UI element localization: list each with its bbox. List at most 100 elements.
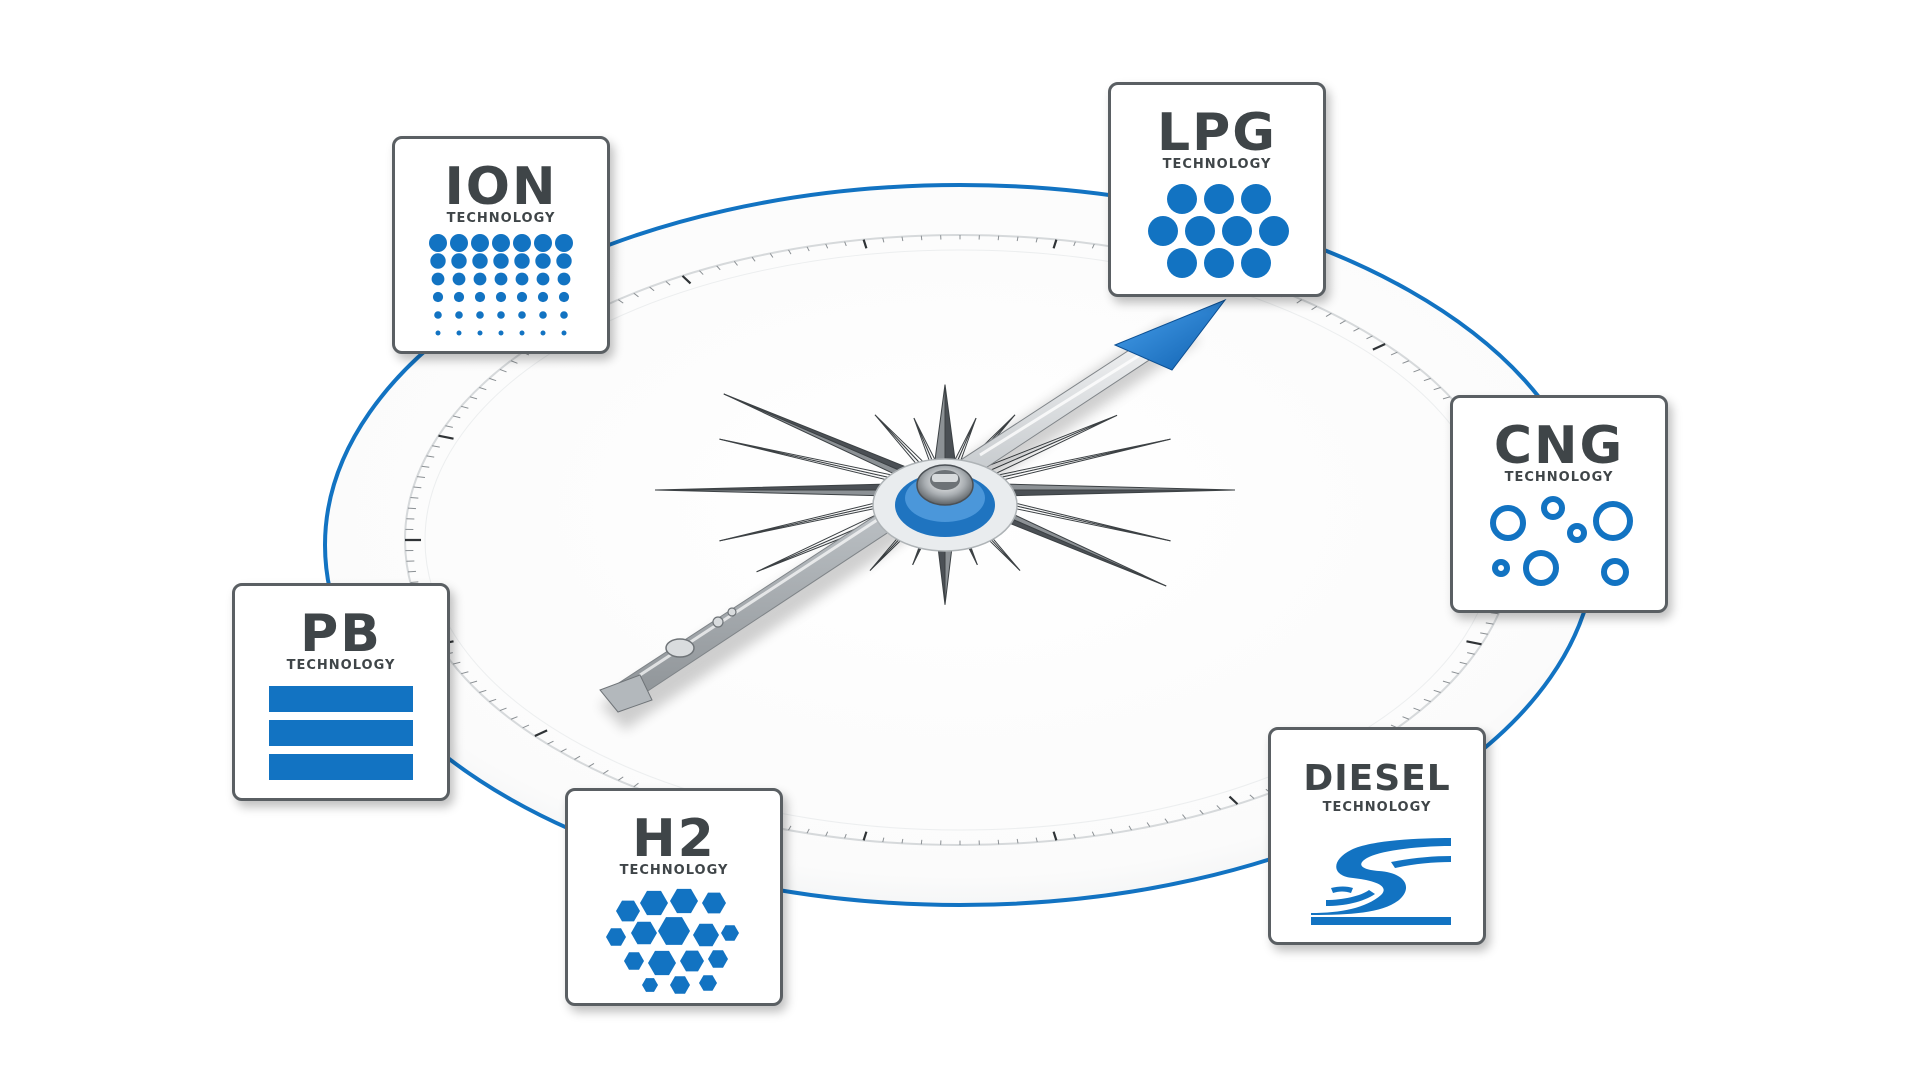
scale-tick — [1433, 689, 1441, 693]
scale-tick — [1423, 698, 1431, 703]
ion-dot — [493, 253, 509, 269]
ion-dot — [557, 272, 571, 286]
scale-tick — [413, 486, 422, 489]
hexagon — [699, 975, 717, 991]
scale-tick — [997, 235, 1000, 241]
scale-tick — [1249, 794, 1255, 800]
ion-dot — [473, 272, 487, 286]
ion-dot — [516, 291, 528, 303]
hexagon — [670, 888, 698, 914]
ion-dot — [430, 253, 446, 269]
card-lpg[interactable]: LPG TECHNOLOGY — [1108, 82, 1326, 297]
scale-tick — [733, 261, 738, 266]
scale-tick — [1110, 828, 1114, 834]
scale-tick — [534, 729, 548, 738]
scale-tick — [1459, 661, 1468, 665]
scale-tick — [1366, 335, 1373, 340]
card-subtitle: TECHNOLOGY — [1162, 157, 1272, 172]
scale-tick — [997, 839, 1000, 845]
scale-tick — [410, 581, 419, 583]
scale-tick — [445, 425, 453, 428]
card-h2[interactable]: H2 TECHNOLOGY — [565, 788, 783, 1006]
bubbles-icon — [1490, 496, 1633, 586]
card-subtitle: TECHNOLOGY — [619, 863, 729, 878]
card-pb[interactable]: PB TECHNOLOGY — [232, 583, 450, 801]
ion-dot — [536, 272, 550, 286]
scale-tick — [1199, 809, 1204, 815]
scale-tick — [1128, 825, 1132, 831]
ion-dot — [497, 311, 505, 319]
scale-tick — [461, 671, 469, 675]
scale-tick — [1146, 822, 1151, 827]
ion-dot — [515, 272, 529, 286]
scale-tick — [1442, 396, 1451, 400]
scale-tick — [547, 740, 554, 745]
scale-tick — [1091, 831, 1095, 837]
scale-tick — [1485, 622, 1494, 625]
scale-tick — [1480, 632, 1488, 635]
scale-tick — [862, 239, 868, 249]
scale-tick — [461, 405, 469, 409]
ion-dot — [534, 234, 552, 252]
scale-tick — [633, 782, 639, 788]
ion-dot — [540, 330, 546, 336]
scale-tick — [479, 689, 487, 693]
ion-dot — [494, 272, 508, 286]
ion-dot — [537, 291, 549, 303]
card-title: LPG — [1157, 103, 1277, 163]
scale-tick — [1339, 320, 1346, 325]
ion-dot — [432, 291, 444, 303]
scale-tick — [633, 292, 639, 298]
stripes-icon — [269, 686, 413, 780]
scale-tick — [560, 748, 567, 753]
ion-dot — [555, 234, 573, 252]
ion-dot — [455, 311, 463, 319]
hexagon — [670, 976, 690, 994]
card-diesel[interactable]: DIESEL TECHNOLOGY — [1268, 727, 1486, 945]
scale-tick — [1164, 818, 1169, 824]
card-cng[interactable]: CNG TECHNOLOGY — [1450, 395, 1668, 613]
scale-tick — [920, 839, 923, 845]
hexagon — [631, 921, 657, 945]
scale-tick — [1423, 377, 1431, 382]
hexagon — [721, 925, 739, 941]
scale-tick — [681, 275, 692, 285]
scale-tick — [452, 661, 461, 665]
ion-dot — [519, 330, 525, 336]
hexagon — [642, 978, 658, 992]
ion-dot — [495, 291, 507, 303]
hexagon — [606, 928, 626, 946]
circles-grid-icon — [1148, 184, 1289, 278]
scale-tick — [665, 280, 671, 286]
scale-tick — [1433, 387, 1441, 391]
scale-tick — [844, 833, 847, 839]
scale-tick — [588, 762, 595, 768]
ion-dot — [498, 330, 504, 336]
scale-tick — [788, 249, 792, 255]
hexagon — [624, 952, 644, 970]
scale-tick — [825, 243, 829, 249]
scale-tick — [618, 776, 624, 781]
ion-dot — [477, 330, 483, 336]
scale-tick — [499, 707, 507, 712]
scale-tick — [438, 434, 454, 440]
scale-tick — [882, 837, 885, 843]
ion-dot — [435, 330, 441, 336]
ion-dot — [539, 311, 547, 319]
card-ion[interactable]: ION TECHNOLOGY — [392, 136, 610, 354]
scale-tick — [825, 831, 829, 837]
ion-dot — [431, 272, 445, 286]
scale-tick — [1390, 351, 1398, 356]
scale-tick — [469, 396, 478, 400]
scale-tick — [862, 831, 868, 841]
hexagon — [708, 950, 728, 968]
scale-tick — [1073, 833, 1076, 839]
scale-tick — [788, 825, 792, 831]
hexagon — [693, 923, 719, 947]
scale-tick — [901, 236, 904, 242]
card-title: H2 — [632, 809, 716, 869]
scale-tick — [806, 828, 810, 834]
scale-tick — [1402, 716, 1410, 720]
card-subtitle: TECHNOLOGY — [1322, 800, 1432, 815]
